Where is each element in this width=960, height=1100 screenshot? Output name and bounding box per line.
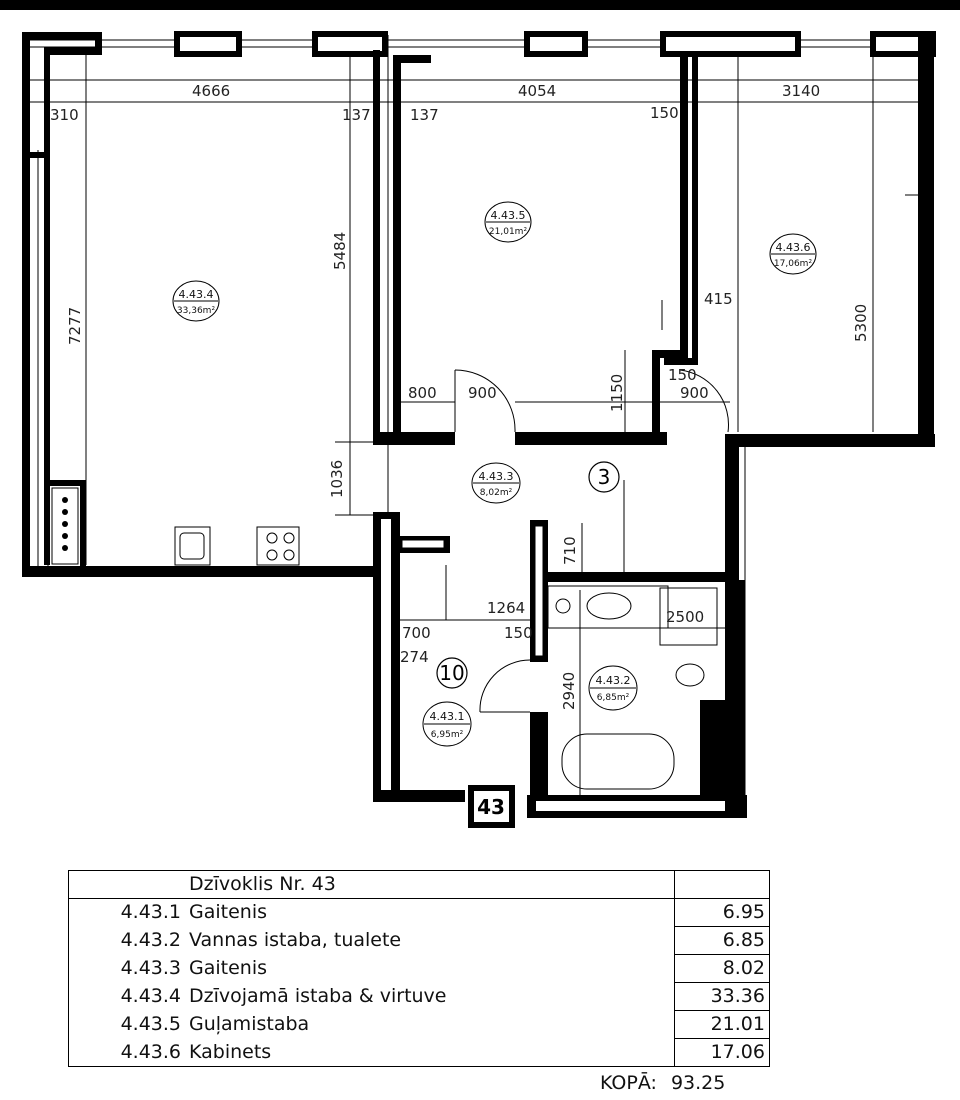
svg-text:4.43.1: 4.43.1: [430, 710, 465, 723]
svg-text:33,36m²: 33,36m²: [177, 306, 216, 316]
stove-icon: [256, 526, 300, 566]
dim-900-right: 900: [680, 384, 709, 402]
table-row: 4.43.5 Guļamistaba 21.01: [68, 1010, 770, 1039]
marker-10: 10: [436, 657, 468, 689]
table-row: 4.43.4 Dzīvojamā istaba & virtuve 33.36: [68, 982, 770, 1011]
washbasin-icon: [547, 585, 669, 629]
room-tag-4.43.5: 4.43.5 21,01m²: [484, 201, 532, 243]
dim-1264: 1264: [487, 599, 525, 617]
toilet-icon: [675, 663, 705, 687]
doors: [454, 369, 729, 713]
dim-150-mid: 150: [668, 366, 697, 384]
table-row: 4.43.1 Gaitenis 6.95: [68, 898, 770, 927]
table-title: Dzīvoklis Nr. 43: [189, 873, 336, 895]
dim-137-left: 137: [342, 106, 371, 124]
table-row: 4.43.6 Kabinets 17.06: [68, 1038, 770, 1067]
walls: [22, 31, 936, 818]
dim-150-bottom: 150: [504, 624, 533, 642]
svg-text:4.43.4: 4.43.4: [179, 288, 214, 301]
table-row: 4.43.2 Vannas istaba, tualete 6.85: [68, 926, 770, 955]
svg-text:17,06m²: 17,06m²: [774, 259, 813, 269]
dim-2940: 2940: [560, 672, 578, 710]
svg-text:4.43.2: 4.43.2: [596, 674, 631, 687]
svg-text:4.43.5: 4.43.5: [491, 209, 526, 222]
svg-text:6,95m²: 6,95m²: [431, 730, 464, 740]
dim-150-top: 150: [650, 104, 679, 122]
room-tag-4.43.6: 4.43.6 17,06m²: [769, 233, 817, 275]
sink-icon: [174, 526, 211, 566]
floor-plan: 4666 4054 3140 310 137 137 150 7277 5484…: [22, 31, 936, 828]
dim-1036: 1036: [328, 460, 346, 498]
svg-text:8,02m²: 8,02m²: [480, 488, 513, 498]
dim-415: 415: [704, 290, 733, 308]
total-area: KOPĀ: 93.25: [600, 1072, 725, 1094]
top-bar: [0, 0, 960, 10]
dim-700: 700: [402, 624, 431, 642]
dim-2500: 2500: [666, 608, 704, 626]
room-tag-4.43.4: 4.43.4 33,36m²: [172, 280, 220, 322]
dim-310: 310: [50, 106, 79, 124]
room-tag-4.43.2: 4.43.2 6,85m²: [588, 665, 638, 711]
dim-1150: 1150: [608, 374, 626, 412]
dim-4666: 4666: [192, 82, 230, 100]
radiator-bath: [711, 719, 717, 785]
svg-text:10: 10: [439, 661, 464, 685]
dim-710: 710: [561, 536, 579, 565]
svg-text:3: 3: [598, 465, 611, 489]
shower-icon: [659, 587, 718, 646]
dim-900-left: 900: [468, 384, 497, 402]
dim-800: 800: [408, 384, 437, 402]
dim-5484: 5484: [331, 232, 349, 270]
dim-3140: 3140: [782, 82, 820, 100]
dim-7277: 7277: [66, 307, 84, 345]
dim-274: 274: [400, 648, 429, 666]
marker-3: 3: [588, 461, 620, 493]
dim-4054: 4054: [518, 82, 556, 100]
svg-text:4.43.6: 4.43.6: [776, 241, 811, 254]
dimension-labels: 4666 4054 3140 310 137 137 150 7277 5484…: [50, 82, 870, 710]
total-label: KOPĀ:: [600, 1072, 657, 1094]
apartment-number-badge: 43: [468, 785, 515, 828]
room-tag-4.43.1: 4.43.1 6,95m²: [422, 701, 472, 747]
table-row: 4.43.3 Gaitenis 8.02: [68, 954, 770, 983]
svg-text:43: 43: [477, 795, 505, 819]
svg-text:21,01m²: 21,01m²: [489, 227, 528, 237]
room-tag-4.43.3: 4.43.3 8,02m²: [471, 462, 521, 504]
radiator-left: [62, 497, 68, 551]
dim-5300: 5300: [852, 304, 870, 342]
dim-137-right: 137: [410, 106, 439, 124]
bathtub-icon: [561, 733, 675, 790]
area-table: Dzīvoklis Nr. 43 4.43.1 Gaitenis 6.95 4.…: [68, 870, 770, 1067]
total-value: 93.25: [670, 1072, 726, 1094]
fixtures: [51, 487, 718, 790]
svg-text:4.43.3: 4.43.3: [479, 470, 514, 483]
svg-text:6,85m²: 6,85m²: [597, 693, 630, 703]
facade-lines: [30, 35, 935, 818]
table-header-row: Dzīvoklis Nr. 43: [68, 870, 770, 899]
